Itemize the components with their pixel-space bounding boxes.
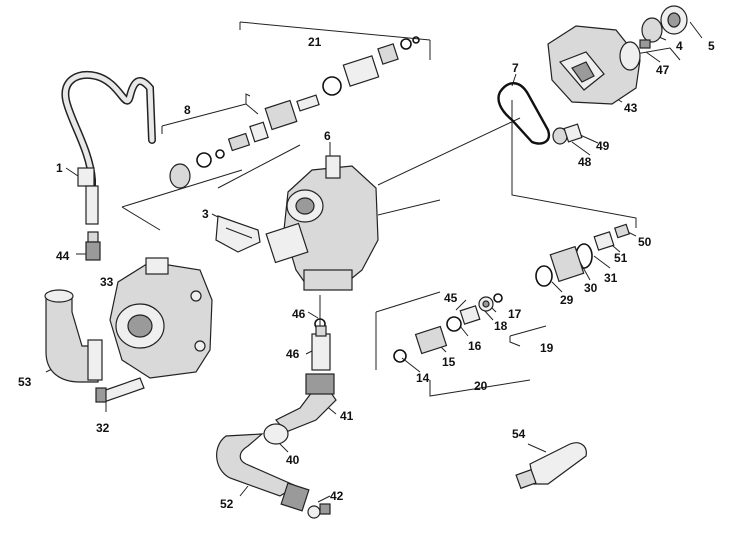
- filter-part-46: [311, 318, 331, 371]
- label-17: 17: [508, 307, 522, 321]
- valve-parts-29-31-50-51: [535, 223, 631, 287]
- label-8: 8: [184, 103, 191, 117]
- label-5: 5: [708, 39, 715, 53]
- label-46-bottom: 46: [286, 347, 300, 361]
- label-18: 18: [494, 319, 508, 333]
- pump-head-part-33: [109, 257, 213, 379]
- pump-body-part-6: [265, 155, 379, 291]
- label-15: 15: [442, 355, 456, 369]
- fitting-part-42: [319, 503, 331, 515]
- label-16: 16: [468, 339, 482, 353]
- label-3: 3: [202, 207, 209, 221]
- label-42: 42: [330, 489, 344, 503]
- label-49: 49: [596, 139, 610, 153]
- label-1: 1: [56, 161, 63, 175]
- label-40: 40: [286, 453, 300, 467]
- label-51: 51: [614, 251, 628, 265]
- valve-parts-8: [169, 121, 269, 189]
- label-33: 33: [100, 275, 114, 289]
- hose-part-1: [61, 71, 156, 225]
- label-46-top: 46: [292, 307, 306, 321]
- label-45: 45: [444, 291, 458, 305]
- inlet-hose-assembly: [216, 373, 337, 519]
- label-54: 54: [512, 427, 526, 441]
- assembly-lines: [121, 21, 681, 397]
- label-32: 32: [96, 421, 110, 435]
- piston-parts-21: [264, 36, 420, 131]
- label-30: 30: [584, 281, 598, 295]
- label-52: 52: [220, 497, 234, 511]
- gasket-part-7: [497, 82, 551, 145]
- bolt-part-32: [95, 377, 145, 403]
- label-53: 53: [18, 375, 32, 389]
- elbow-part-53: [44, 289, 103, 383]
- grease-tube-part-54: [515, 442, 587, 490]
- label-21: 21: [308, 35, 322, 49]
- label-31: 31: [604, 271, 618, 285]
- label-43: 43: [624, 101, 638, 115]
- label-48: 48: [578, 155, 592, 169]
- valve-parts-14-18: [393, 293, 503, 363]
- label-7: 7: [512, 61, 519, 75]
- label-4: 4: [676, 39, 683, 53]
- label-47: 47: [656, 63, 670, 77]
- part-labels: 1 3 4 5 6 7 8 14 15 16 17 18 19 20 21 29…: [18, 35, 715, 511]
- housing-part-43: [547, 25, 641, 105]
- label-44: 44: [56, 249, 70, 263]
- cap-parts-4-5: [639, 5, 688, 49]
- label-50: 50: [638, 235, 652, 249]
- label-19: 19: [540, 341, 554, 355]
- label-20: 20: [474, 379, 488, 393]
- label-6: 6: [324, 129, 331, 143]
- label-29: 29: [560, 293, 574, 307]
- label-14: 14: [416, 371, 430, 385]
- clip-part-3: [215, 215, 261, 253]
- fitting-part-44: [85, 231, 101, 261]
- label-41: 41: [340, 409, 354, 423]
- spring-parts-48-49: [552, 123, 583, 145]
